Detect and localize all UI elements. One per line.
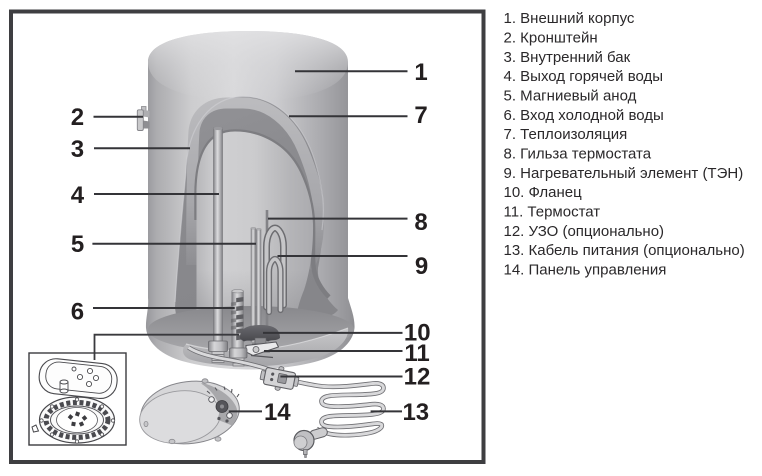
svg-text:13. Кабель питания (опциональн: 13. Кабель питания (опционально) [504,242,745,259]
svg-text:6. Вход холодной воды: 6. Вход холодной воды [504,107,664,124]
svg-text:7. Теплоизоляция: 7. Теплоизоляция [504,126,628,143]
svg-text:9. Нагревательный элемент (ТЭН: 9. Нагревательный элемент (ТЭН) [504,165,744,182]
svg-text:10. Фланец: 10. Фланец [504,184,583,201]
svg-text:5. Магниевый анод: 5. Магниевый анод [504,88,637,105]
svg-text:12. УЗО (опционально): 12. УЗО (опционально) [504,223,665,240]
svg-text:1. Внешний корпус: 1. Внешний корпус [504,10,635,27]
svg-text:9: 9 [415,253,428,280]
svg-text:14. Панель управления: 14. Панель управления [504,262,667,279]
svg-text:14: 14 [264,399,291,426]
svg-text:12: 12 [404,363,431,390]
svg-text:1: 1 [414,59,427,86]
svg-text:7: 7 [414,102,427,129]
svg-text:3: 3 [71,136,84,163]
svg-text:3. Внутренний бак: 3. Внутренний бак [504,49,631,66]
svg-text:5: 5 [71,231,84,258]
svg-text:8. Гильза термостата: 8. Гильза термостата [504,146,652,163]
svg-text:4: 4 [71,182,85,209]
svg-text:6: 6 [71,299,84,326]
svg-text:11. Термостат: 11. Термостат [504,204,601,221]
svg-text:4. Выход горячей воды: 4. Выход горячей воды [504,68,664,85]
svg-text:13: 13 [402,399,429,426]
svg-text:8: 8 [414,209,427,236]
svg-text:2: 2 [71,104,84,131]
svg-text:11: 11 [404,340,429,367]
svg-text:2. Кронштейн: 2. Кронштейн [504,30,598,47]
svg-text:10: 10 [404,319,431,346]
